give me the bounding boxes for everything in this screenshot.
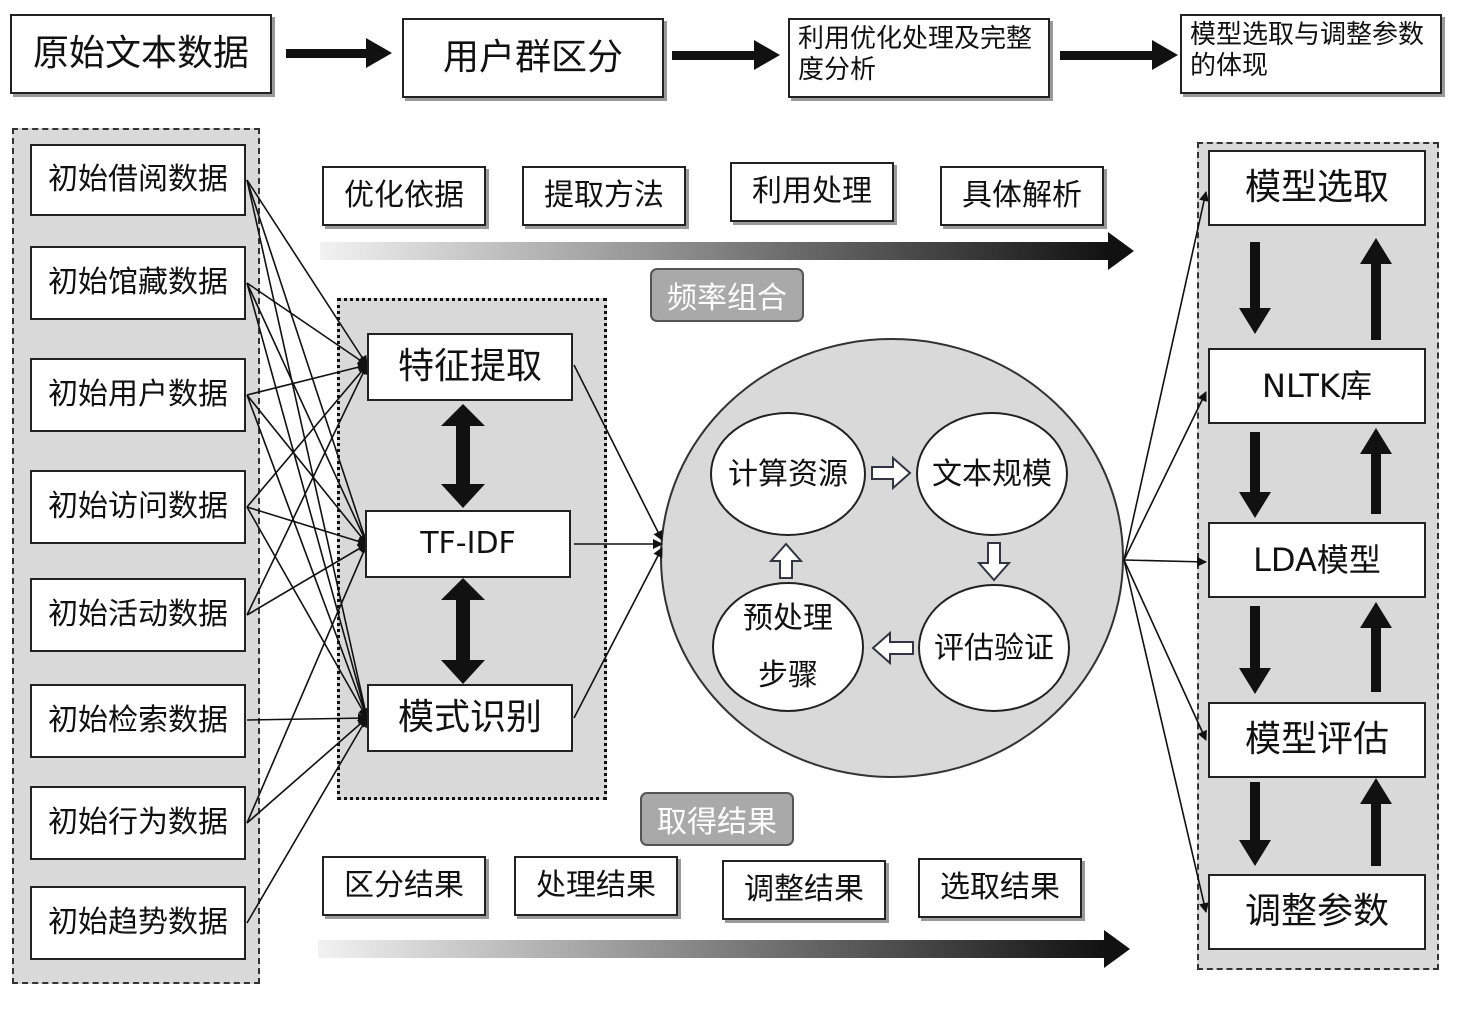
source-data-box-5: 初始活动数据 (30, 578, 246, 652)
source-data-box-2: 初始馆藏数据 (30, 246, 246, 320)
model-tuning-box: 模型选取与调整参数的体现 (1180, 14, 1442, 94)
model-selection-box: 模型选取 (1208, 150, 1426, 226)
model-evaluation-box: 模型评估 (1208, 702, 1426, 778)
top-label-3: 利用处理 (730, 162, 894, 222)
method-double-arrows (441, 404, 485, 684)
bottom-label-2: 处理结果 (514, 856, 678, 916)
bottom-label-4: 选取结果 (918, 858, 1082, 918)
optimization-box: 利用优化处理及完整度分析 (788, 18, 1050, 98)
top-label-4: 具体解析 (940, 166, 1104, 226)
tf-idf-box: TF-IDF (365, 510, 571, 578)
preprocessing-node: 预处理步骤 (712, 582, 864, 712)
compute-resource-node: 计算资源 (710, 412, 866, 536)
source-data-box-3: 初始用户数据 (30, 358, 246, 432)
circle-to-model-lines (1123, 191, 1209, 913)
source-data-box-1: 初始借阅数据 (30, 144, 246, 216)
lda-model-box: LDA模型 (1208, 522, 1426, 598)
source-data-box-4: 初始访问数据 (30, 470, 246, 544)
parameter-tuning-box: 调整参数 (1208, 874, 1426, 950)
bottom-label-1: 区分结果 (322, 856, 486, 916)
top-label-2: 提取方法 (522, 166, 686, 226)
source-to-method-lines (246, 179, 370, 924)
source-data-box-7: 初始行为数据 (30, 786, 246, 860)
source-data-box-8: 初始趋势数据 (30, 886, 246, 960)
cycle-arrows (768, 455, 1012, 666)
result-tag: 取得结果 (640, 792, 794, 846)
gradient-arrow-bottom (318, 930, 1130, 968)
pattern-recognition-box: 模式识别 (367, 684, 573, 752)
analysis-circle (660, 338, 1124, 778)
top-label-1: 优化依据 (322, 166, 486, 226)
top-flow-arrows (286, 38, 1178, 70)
text-scale-node: 文本规模 (916, 412, 1068, 536)
nltk-box: NLTK库 (1208, 348, 1426, 424)
raw-text-data-box: 原始文本数据 (10, 14, 272, 94)
frequency-tag: 频率组合 (650, 268, 804, 322)
bottom-label-3: 调整结果 (722, 860, 886, 920)
source-data-box-6: 初始检索数据 (30, 684, 246, 758)
method-to-circle-lines (573, 364, 663, 719)
feature-extraction-box: 特征提取 (367, 333, 573, 401)
model-stack-arrows (1239, 238, 1392, 866)
user-group-box: 用户群区分 (402, 18, 664, 98)
gradient-arrow-top (320, 232, 1134, 270)
evaluation-node: 评估验证 (918, 584, 1070, 712)
